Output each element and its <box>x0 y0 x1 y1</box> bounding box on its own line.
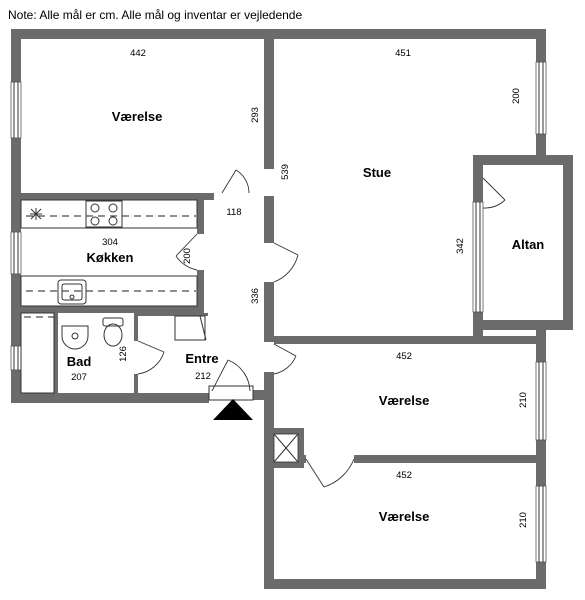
room-label-bedroom-1: Værelse <box>112 109 163 124</box>
dim-living-window: 200 <box>511 88 522 104</box>
extractor-icon <box>30 208 42 220</box>
room-label-bedroom-3: Værelse <box>379 509 430 524</box>
dim-bedroom-3-width: 452 <box>396 470 412 481</box>
room-label-living: Stue <box>363 165 391 180</box>
dim-living-width: 451 <box>395 48 411 59</box>
dim-kitchen-width: 304 <box>102 237 118 248</box>
dim-bedroom-1-height: 293 <box>250 107 261 123</box>
sink-icon <box>57 279 87 305</box>
stove-icon <box>85 200 123 228</box>
windows <box>10 61 547 563</box>
hall-cabinet <box>174 315 207 341</box>
dim-bedroom-2-width: 452 <box>396 351 412 362</box>
washbasin-icon <box>61 325 89 350</box>
dim-bath-width: 207 <box>71 372 87 383</box>
dim-bedroom-2-height: 210 <box>518 392 529 408</box>
dim-hall-width: 212 <box>195 371 211 382</box>
dim-bedroom-1-width: 442 <box>130 48 146 59</box>
toilet-icon <box>102 317 124 347</box>
plan-note: Note: Alle mål er cm. Alle mål og invent… <box>8 8 303 22</box>
dim-kitchen-door: 200 <box>182 248 193 264</box>
kitchen-counters <box>20 199 198 307</box>
dim-corridor: 118 <box>226 207 241 218</box>
dim-bedroom-3-height: 210 <box>518 512 529 528</box>
room-label-hall: Entre <box>185 351 218 366</box>
room-label-bath: Bad <box>67 354 92 369</box>
room-label-bedroom-2: Værelse <box>379 393 430 408</box>
room-label-kitchen: Køkken <box>87 250 134 265</box>
dim-hall-height: 336 <box>250 288 261 304</box>
shaft-icon <box>268 428 304 468</box>
bath-fixtures <box>20 312 55 394</box>
doors <box>137 169 506 488</box>
room-label-balcony: Altan <box>512 237 545 252</box>
dim-balcony-height: 342 <box>455 238 466 254</box>
dim-living-height: 539 <box>280 164 291 180</box>
dim-bath-height: 126 <box>118 346 129 362</box>
entry-arrow-icon <box>213 399 253 420</box>
